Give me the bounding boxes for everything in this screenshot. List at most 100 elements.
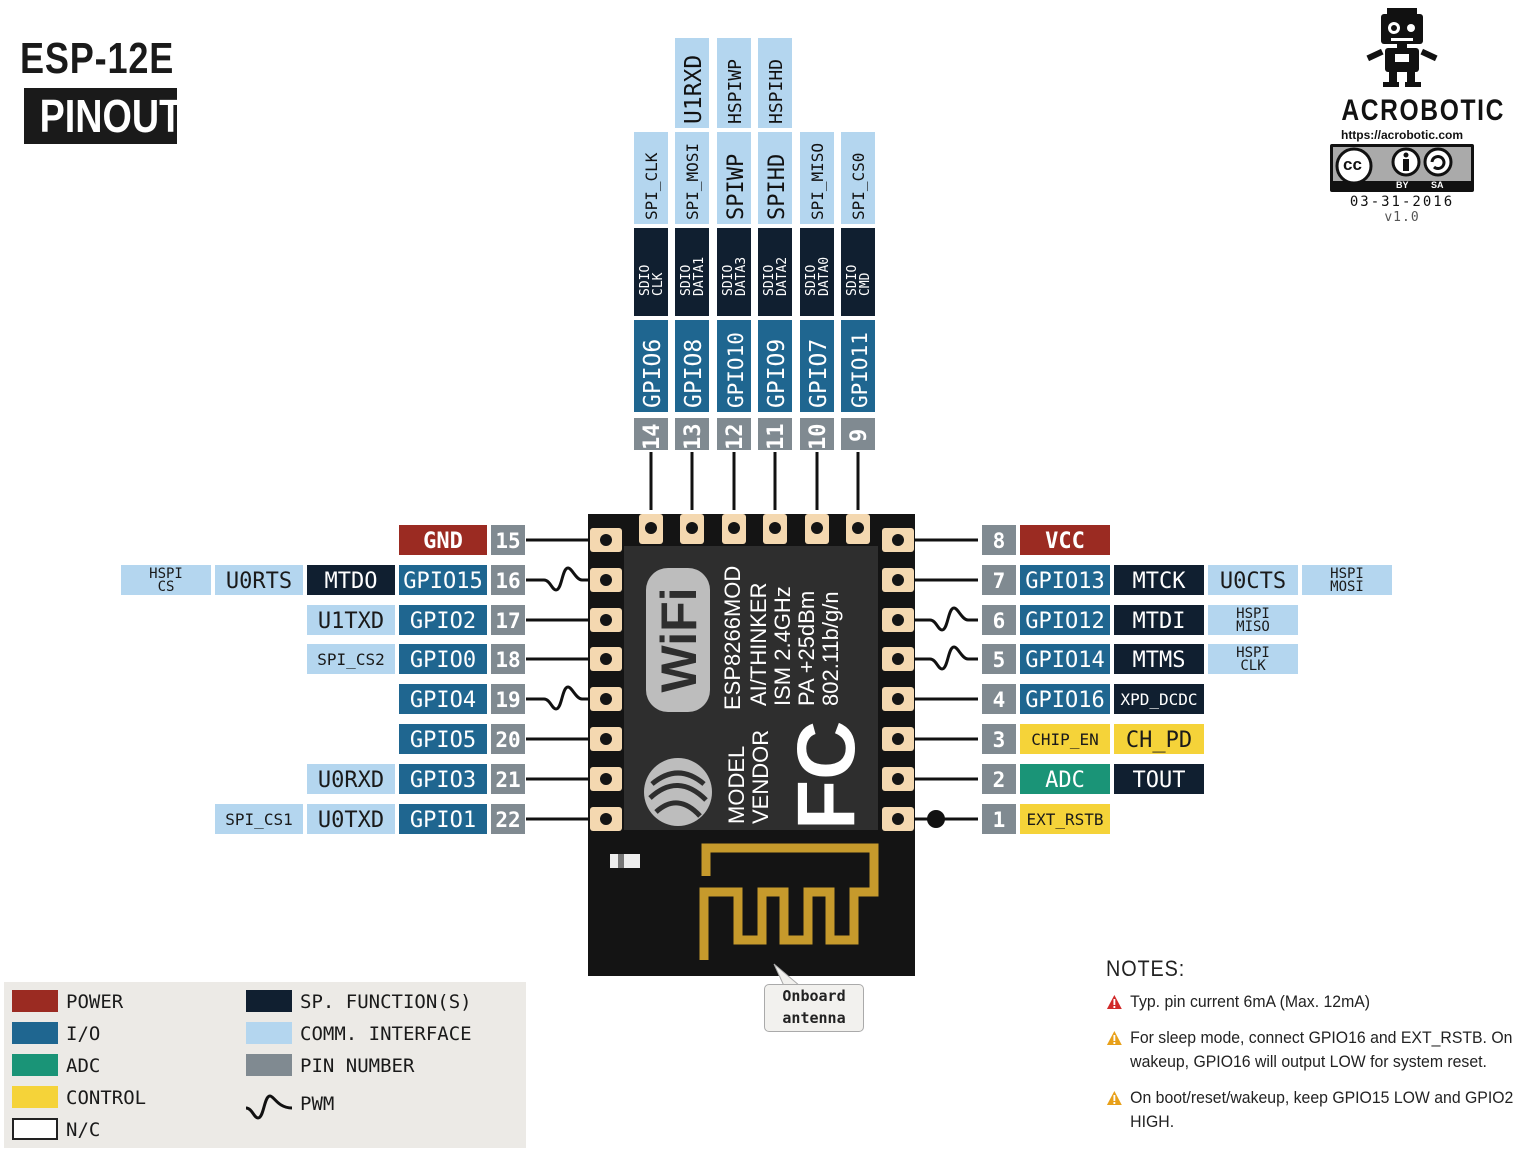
top-pin-gpio-label[interactable]: GPIO8 <box>681 339 707 408</box>
note-item: On boot/reset/wakeup, keep GPIO15 LOW an… <box>1106 1086 1521 1134</box>
top-pin-gpio-label[interactable]: GPIO7 <box>806 339 832 408</box>
top-pin-gpio-label[interactable]: GPIO6 <box>640 339 666 408</box>
pin-label-box-io <box>399 764 487 794</box>
top-pin-number-box <box>800 418 834 450</box>
cc-by-text: BY <box>1396 180 1409 190</box>
top-pin-gpio-box <box>758 320 792 412</box>
left-pad-hole <box>600 574 612 586</box>
warning-icon <box>1106 1091 1122 1105</box>
pin-label-box-comm <box>1208 644 1298 674</box>
pin-label-io[interactable]: GPIO0 <box>410 648 476 673</box>
pin-label-comm: SPI_CS1 <box>225 810 292 829</box>
pin-label-stack-top: HSPI <box>1330 566 1364 582</box>
pin-label-control: EXT_RSTB <box>1026 810 1103 829</box>
legend-pwm-icon <box>245 1092 293 1120</box>
top-pad-hole <box>852 522 864 534</box>
top-pin-gpio-label[interactable]: GPIO11 <box>848 332 872 408</box>
left-pin-number-box <box>491 525 525 555</box>
wifi-logo-text: WiFi <box>651 587 707 692</box>
pin-label-box-special <box>1114 605 1204 635</box>
wifi-logo: WiFi <box>646 568 710 712</box>
pin-label-control: CH_PD <box>1126 728 1192 753</box>
pin-label-power: GND <box>423 529 463 554</box>
top-pin-sdio-sublabel: DATA1 <box>692 257 707 296</box>
note-item: For sleep mode, connect GPIO16 and EXT_R… <box>1106 1026 1521 1074</box>
cc-license-badge: cc BY SA <box>1330 144 1474 192</box>
note-text: Typ. pin current 6mA (Max. 12mA) <box>1130 992 1371 1011</box>
pin-label-stack-top: HSPI <box>149 566 183 582</box>
pin-label-box-io <box>1020 644 1110 674</box>
pin-label-box-io <box>399 644 487 674</box>
right-pad-hole <box>892 653 904 665</box>
top-pin-number-box <box>634 418 668 450</box>
top-pin-number: 12 <box>723 424 748 451</box>
top-pin-sdio-label: SDIO <box>762 265 777 296</box>
pin-label-stack-top: HSPI <box>1236 606 1270 622</box>
pin-label-io[interactable]: GPIO14 <box>1025 648 1104 673</box>
top-pin-comm-box <box>634 132 668 224</box>
pin-label-box-special <box>1114 764 1204 794</box>
pin-label-comm: SPI_CS2 <box>317 650 384 669</box>
pin-label-box-io <box>399 565 487 595</box>
right-pin-number-box <box>982 804 1016 834</box>
pin-label-io[interactable]: GPIO4 <box>410 688 476 713</box>
pin-label-box-adc <box>1020 764 1110 794</box>
pin-label-box-io <box>1020 565 1110 595</box>
module-led <box>610 854 640 868</box>
top-pin-sdio-box <box>841 228 875 316</box>
pin-label-io[interactable]: GPIO5 <box>410 728 476 753</box>
pin-label-box-comm <box>1208 605 1298 635</box>
left-pin-number: 21 <box>495 768 520 792</box>
top-pad-hole <box>728 522 740 534</box>
pin-label-box-control <box>1020 804 1110 834</box>
left-pin-number: 20 <box>495 728 520 752</box>
pin-label-box-io <box>1020 684 1110 714</box>
pin-label-box-comm <box>215 565 303 595</box>
pin-label-special: XPD_DCDC <box>1120 690 1197 709</box>
top-pad-hole <box>686 522 698 534</box>
top-pin-sdio-label: SDIO <box>638 265 653 296</box>
top-pad-hole <box>645 522 657 534</box>
top-pin-gpio-label[interactable]: GPIO9 <box>764 339 790 408</box>
top-pin-number: 14 <box>640 424 665 451</box>
left-pin-number-box <box>491 684 525 714</box>
pin-label-box-special <box>1114 684 1204 714</box>
top-pin-sdio-box <box>800 228 834 316</box>
pwm-icon <box>543 685 583 711</box>
right-pin-number: 3 <box>993 728 1006 752</box>
pin-label-io[interactable]: GPIO1 <box>410 808 476 833</box>
pin-label-box-comm <box>307 764 395 794</box>
pin-label-box-comm <box>307 605 395 635</box>
pin-label-io[interactable]: GPIO12 <box>1025 609 1104 634</box>
pin-label-box-comm <box>307 804 395 834</box>
top-pin-comm-box <box>800 132 834 224</box>
top-pin-comm-box <box>675 132 709 224</box>
pin-label-io[interactable]: GPIO16 <box>1025 688 1104 713</box>
top-pin-sdio-sublabel: DATA0 <box>817 257 832 296</box>
module-vendor-text: VENDOR <box>748 730 773 824</box>
pin-label-comm: U0RXD <box>318 768 384 793</box>
module-spec-line: ISM 2.4GHz <box>770 586 795 706</box>
legend-label: N/C <box>66 1119 101 1141</box>
top-pin-sdio-box <box>758 228 792 316</box>
legend-label: PWM <box>300 1093 335 1115</box>
top-pin-sdio-sublabel: CLK <box>651 272 666 296</box>
top-pin-extra-box <box>717 38 751 128</box>
legend-label: POWER <box>66 991 124 1013</box>
pin-label-io[interactable]: GPIO15 <box>403 569 482 594</box>
legend-swatch <box>246 990 292 1012</box>
pin-label-io[interactable]: GPIO3 <box>410 768 476 793</box>
top-pin-number-box <box>717 418 751 450</box>
top-pad-hole <box>769 522 781 534</box>
brand-url[interactable]: https://acrobotic.com <box>1340 128 1463 142</box>
pin-label-comm: U0CTS <box>1220 569 1286 594</box>
top-pin-comm-box <box>717 132 751 224</box>
pin-label-io[interactable]: GPIO13 <box>1025 569 1104 594</box>
legend-label: CONTROL <box>66 1087 147 1109</box>
pin-label-io[interactable]: GPIO2 <box>410 609 476 634</box>
top-pin-gpio-label[interactable]: GPIO10 <box>724 332 748 408</box>
espressif-logo-icon <box>644 758 712 826</box>
pin-label-box-power <box>1020 525 1110 555</box>
top-pin-extra-label: HSPIHD <box>766 59 787 124</box>
right-pin-number-box <box>982 684 1016 714</box>
